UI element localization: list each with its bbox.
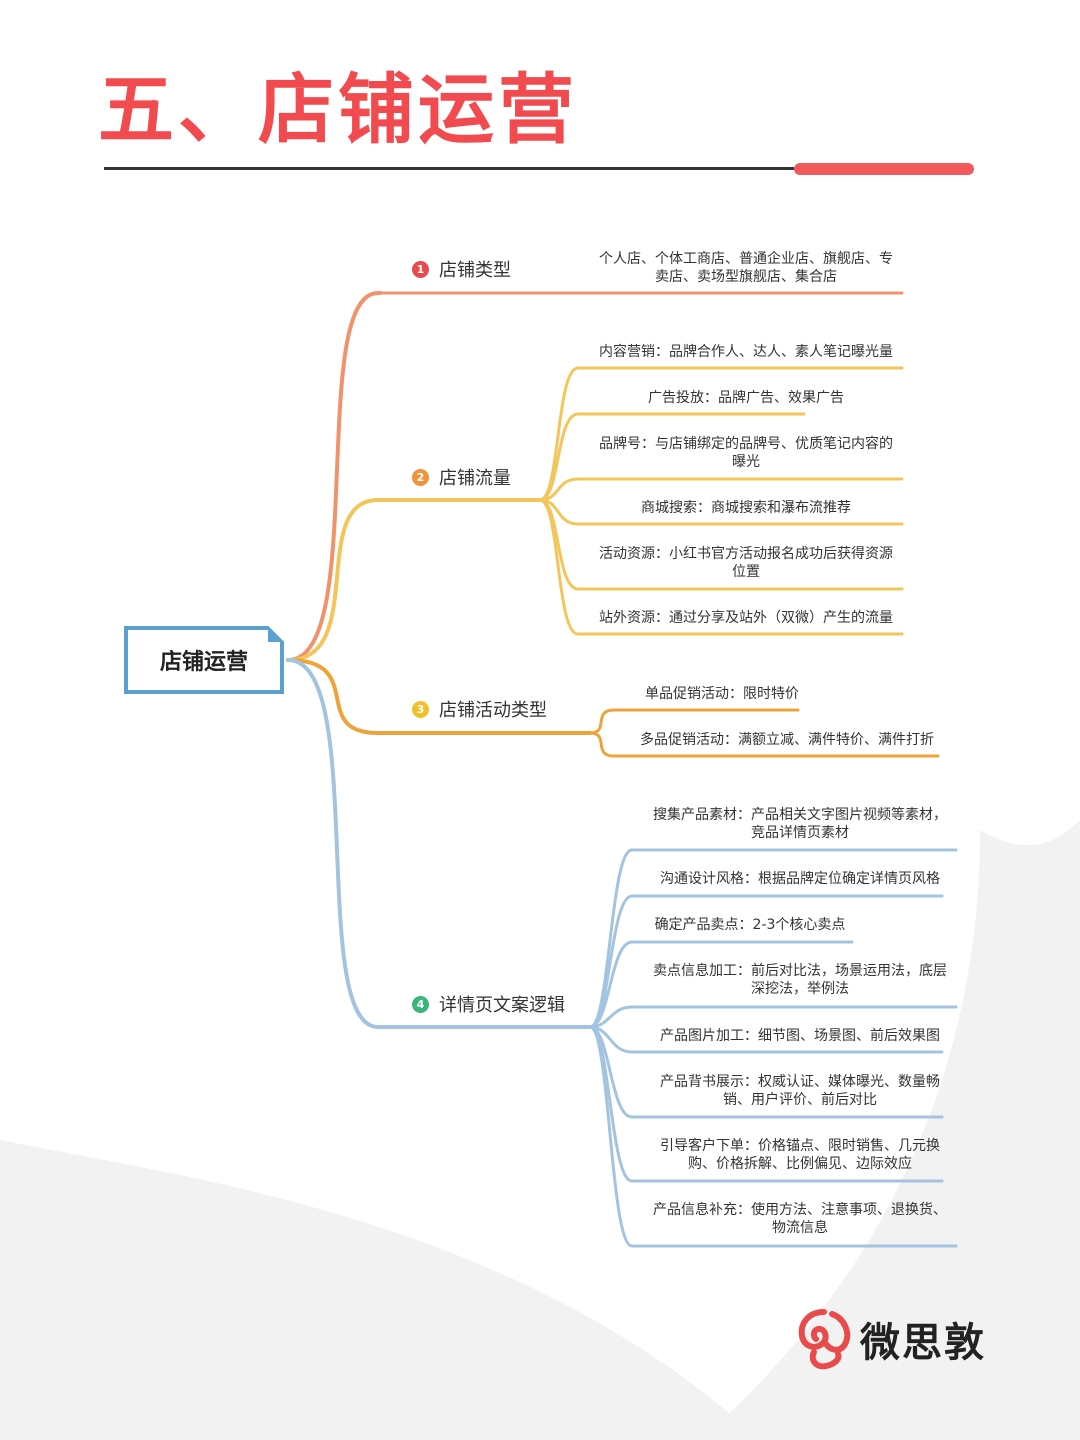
leaf-item: 活动资源：小红书官方活动报名成功后获得资源位置 xyxy=(599,546,893,580)
page-title: 五、店铺运营 xyxy=(98,65,578,154)
leaf-item: 多品促销活动：满额立减、满件特价、满件打折 xyxy=(640,732,934,748)
branch-label: 详情页文案逻辑 xyxy=(439,995,565,1016)
leaf-item: 沟通设计风格：根据品牌定位确定详情页风格 xyxy=(660,871,940,887)
brand-name: 微思敦 xyxy=(860,1320,986,1366)
leaf-connector xyxy=(538,412,806,502)
branch-4: 4 详情页文案逻辑 xyxy=(412,991,565,1017)
branch-connector xyxy=(286,498,542,662)
leaf-item: 引导客户下单：价格锚点、限时销售、几元换购、价格拆解、比例偏见、边际效应 xyxy=(660,1138,940,1172)
leaf-connector xyxy=(538,498,904,526)
leaf-item: 产品图片加工：细节图、场景图、前后效果图 xyxy=(660,1028,940,1044)
leaf-item: 搜集产品素材：产品相关文字图片视频等素材，竞品详情页素材 xyxy=(653,807,947,841)
leaf-connector xyxy=(538,498,904,636)
brand-logo: 微思敦 xyxy=(796,1308,986,1370)
branch-number-badge: 3 xyxy=(412,700,429,718)
branch-connector xyxy=(286,658,592,1029)
root-corner-fold xyxy=(268,626,284,642)
leaf-item: 确定产品卖点：2-3个核心卖点 xyxy=(654,917,846,933)
branch-number-badge: 2 xyxy=(412,468,429,486)
branch-label: 店铺流量 xyxy=(439,468,511,489)
leaf-connector xyxy=(588,940,854,1029)
leaf-item: 内容营销：品牌合作人、达人、素人笔记曝光量 xyxy=(599,344,893,360)
mindmap-root: 店铺运营 xyxy=(124,626,284,694)
branch-label: 店铺活动类型 xyxy=(439,700,547,721)
title-underline xyxy=(104,167,794,170)
leaf-connector xyxy=(588,708,800,735)
leaf-item: 个人店、个体工商店、普通企业店、旗舰店、专卖店、卖场型旗舰店、集合店 xyxy=(599,251,893,285)
branch-1: 1 店铺类型 xyxy=(412,256,511,282)
branch-label: 店铺类型 xyxy=(439,260,511,281)
leaf-item: 品牌号：与店铺绑定的品牌号、优质笔记内容的曝光 xyxy=(599,436,893,470)
leaf-item: 产品信息补充：使用方法、注意事项、退换货、物流信息 xyxy=(653,1202,947,1236)
leaf-connector xyxy=(588,1025,944,1054)
leaf-item: 卖点信息加工：前后对比法，场景运用法，底层深挖法，举例法 xyxy=(653,963,947,997)
leaf-item: 广告投放：品牌广告、效果广告 xyxy=(648,390,844,406)
leaf-connector xyxy=(588,731,940,758)
branch-connector xyxy=(286,291,382,662)
leaf-connector xyxy=(538,477,904,502)
leaf-item: 站外资源：通过分享及站外（双微）产生的流量 xyxy=(599,610,893,626)
leaf-item: 商城搜索：商城搜索和瀑布流推荐 xyxy=(641,500,851,516)
branch-number-badge: 4 xyxy=(412,995,429,1013)
leaf-connector xyxy=(588,1005,958,1029)
root-label: 店铺运营 xyxy=(159,650,248,675)
branch-connector xyxy=(286,658,592,735)
branch-3: 3 店铺活动类型 xyxy=(412,696,547,722)
branch-number-badge: 1 xyxy=(412,260,429,278)
branch-2: 2 店铺流量 xyxy=(412,464,511,490)
title-accent-bar xyxy=(794,163,974,175)
brand-mark-icon xyxy=(798,1309,851,1370)
leaf-connector xyxy=(588,1025,958,1248)
leaf-item: 单品促销活动：限时特价 xyxy=(645,686,799,702)
leaf-item: 产品背书展示：权威认证、媒体曝光、数量畅销、用户评价、前后对比 xyxy=(660,1074,940,1108)
